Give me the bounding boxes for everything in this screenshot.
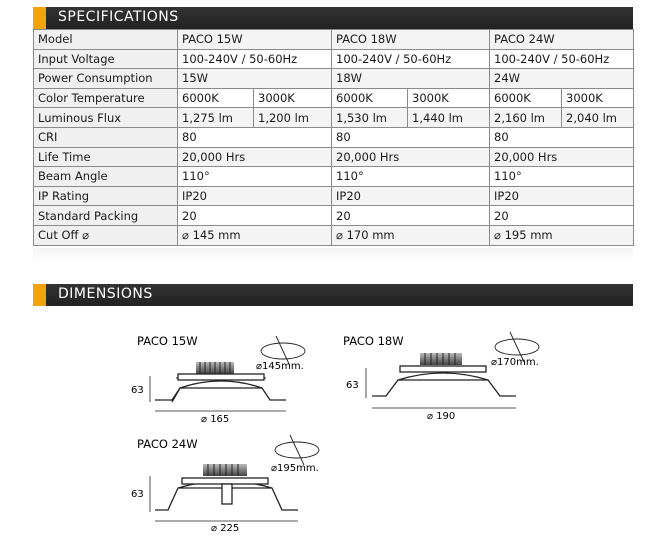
table-cell: PACO 15W [176,29,333,50]
table-cell: 80 [489,126,635,148]
table-cell: 1,530 lm [331,107,409,128]
specifications-title: SPECIFICATIONS [58,9,179,25]
table-cell: 2,160 lm [489,107,563,128]
row-label: Power Consumption [33,68,178,89]
fixture-profile [155,373,286,403]
table-row-cut-off: Cut Off ⌀ ⌀ 145 mm ⌀ 170 mm ⌀ 195 mm [33,224,635,246]
heatsink-icon [203,464,247,476]
table-row-standard-packing: Standard Packing 20 20 20 [33,205,635,226]
dimensions-header: DIMENSIONS [33,284,633,306]
table-cell: 100-240V / 50-60Hz [176,48,333,70]
heatsink-icon [420,353,462,365]
drawing-paco-15w: PACO 15W 63 ⌀ 165 ⌀145mm. [131,334,306,425]
table-row-cri: CRI 80 80 80 [33,126,635,148]
table-cell: 6000K [489,87,563,109]
table-row-power: Power Consumption 15W 18W 24W [33,68,635,89]
cutout-icon [494,331,540,363]
table-cell: 100-240V / 50-60Hz [331,48,491,70]
height-dimension: 63 [346,380,359,391]
table-row-ip-rating: IP Rating IP20 IP20 IP20 [33,185,635,207]
width-dimension: ⌀ 165 [201,414,229,425]
table-cell: 110° [331,166,491,187]
table-cell: 1,275 lm [177,107,254,128]
row-label: Luminous Flux [33,107,178,128]
table-cell: 15W [176,68,333,89]
table-cell: 20 [489,205,635,226]
drawing-title: PACO 15W [137,334,198,348]
row-label: Cut Off ⌀ [33,224,178,246]
table-cell: 20 [176,205,333,226]
table-cell: ⌀ 145 mm [176,224,333,246]
row-label: Color Temperature [33,87,178,109]
drawing-paco-24w: PACO 24W 63 ⌀ 225 ⌀195mm. [131,434,320,534]
table-cell: ⌀ 195 mm [489,224,635,246]
dimensions-title: DIMENSIONS [58,286,153,302]
table-cell: 100-240V / 50-60Hz [489,48,635,70]
table-cell: IP20 [176,185,333,207]
row-label: Model [33,29,178,50]
table-cell: 3000K [252,87,333,109]
table-shadow [33,248,633,262]
table-cell: 20,000 Hrs [331,146,491,168]
table-cell: ⌀ 170 mm [331,224,491,246]
table-row-input-voltage: Input Voltage 100-240V / 50-60Hz 100-240… [33,48,635,70]
row-label: CRI [33,126,178,148]
table-cell: 1,200 lm [252,107,333,128]
cutout-dimension: ⌀170mm. [491,357,539,368]
height-dimension: 63 [131,489,144,500]
table-cell: 6000K [177,87,254,109]
width-dimension: ⌀ 225 [211,523,239,534]
width-dimension: ⌀ 190 [427,411,455,422]
table-cell: IP20 [489,185,635,207]
table-cell: 3000K [561,87,635,109]
header-accent [33,284,46,306]
drawing-paco-18w: PACO 18W 63 ⌀ 190 ⌀170mm. [343,331,540,422]
row-label: Life Time [33,146,178,168]
table-cell: 3000K [407,87,491,109]
cutout-dimension: ⌀195mm. [271,463,319,474]
table-row-model: Model PACO 15W PACO 18W PACO 24W [33,29,635,50]
table-cell: 6000K [331,87,409,109]
table-cell: 20,000 Hrs [176,146,333,168]
table-cell: PACO 24W [489,29,635,50]
cutout-icon [274,434,320,466]
row-label: Beam Angle [33,166,178,187]
specifications-table: Model PACO 15W PACO 18W PACO 24W Input V… [33,29,635,246]
table-row-beam-angle: Beam Angle 110° 110° 110° [33,166,635,187]
height-dimension: 63 [131,385,144,396]
row-label: Standard Packing [33,205,178,226]
table-row-color-temperature: Color Temperature 6000K 3000K 6000K 3000… [33,87,635,109]
drawing-title: PACO 18W [343,334,404,348]
table-row-luminous-flux: Luminous Flux 1,275 lm 1,200 lm 1,530 lm… [33,107,635,128]
table-row-life-time: Life Time 20,000 Hrs 20,000 Hrs 20,000 H… [33,146,635,168]
row-label: Input Voltage [33,48,178,70]
cutout-dimension: ⌀145mm. [256,361,304,372]
table-cell: 80 [331,126,491,148]
dimension-drawings: PACO 15W 63 ⌀ 165 ⌀145mm. PA [131,331,540,534]
table-cell: IP20 [331,185,491,207]
table-cell: 110° [489,166,635,187]
specifications-header: SPECIFICATIONS [33,7,633,29]
heatsink-icon [196,362,234,374]
cutout-icon [260,335,306,367]
fixture-profile [155,477,298,511]
row-label: IP Rating [33,185,178,207]
table-cell: 18W [331,68,491,89]
table-cell: 2,040 lm [561,107,635,128]
table-cell: 110° [176,166,333,187]
table-cell: 20,000 Hrs [489,146,635,168]
table-cell: PACO 18W [331,29,491,50]
fixture-profile [372,365,516,397]
table-cell: 20 [331,205,491,226]
drawing-title: PACO 24W [137,437,198,451]
table-cell: 24W [489,68,635,89]
header-accent [33,7,46,29]
table-cell: 80 [176,126,333,148]
table-cell: 1,440 lm [407,107,491,128]
